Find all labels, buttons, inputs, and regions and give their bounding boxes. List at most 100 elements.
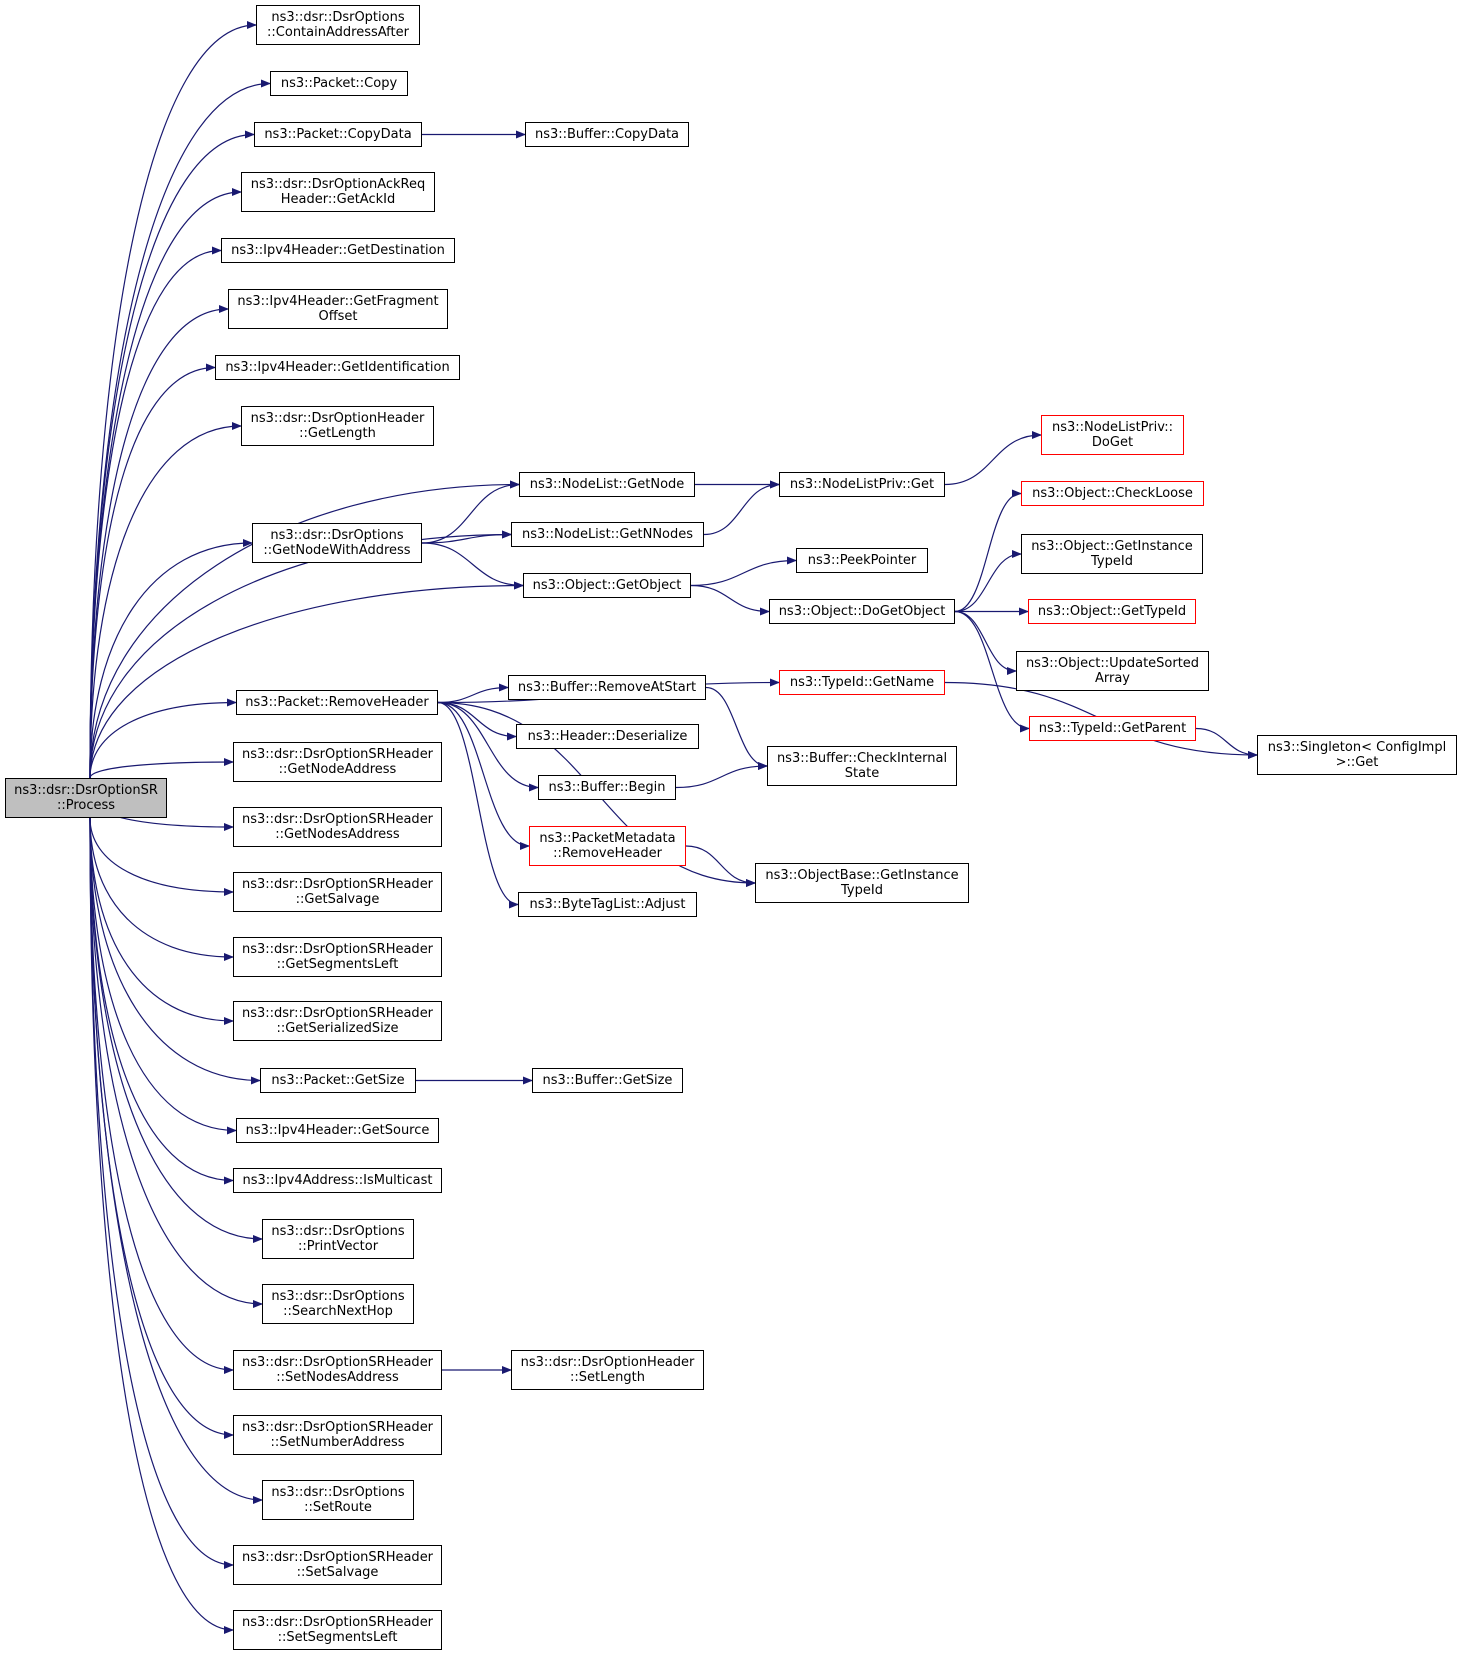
node-label: ns3::ByteTagList::Adjust [529,897,686,912]
node-label-line2: ::ContainAddressAfter [267,25,409,40]
call-edge-c3-d5 [954,610,1017,675]
call-edge-n10-b9 [437,701,519,909]
node-typeid-getname[interactable]: ns3::TypeId::GetName [779,670,945,695]
node-dsroptions-searchnexthop[interactable]: ns3::dsr::DsrOptions ::SearchNextHop [262,1284,414,1324]
node-label-line2: ::SetLength [570,1370,645,1385]
node-ipv4address-ismulticast[interactable]: ns3::Ipv4Address::IsMulticast [233,1168,442,1193]
node-dsroptions-printvector[interactable]: ns3::dsr::DsrOptions ::PrintVector [262,1219,414,1259]
node-label-line1: ns3::dsr::DsrOptionHeader [250,411,425,426]
node-srheader-setnumberaddress[interactable]: ns3::dsr::DsrOptionSRHeader ::SetNumberA… [233,1415,442,1455]
node-label-line2: TypeId [1091,554,1133,569]
call-edge-n9-b4 [421,542,524,590]
node-packet-removeheader[interactable]: ns3::Packet::RemoveHeader [236,690,438,715]
node-srheader-getsegmentsleft[interactable]: ns3::dsr::DsrOptionSRHeader ::GetSegment… [233,937,442,977]
node-object-gettypeid[interactable]: ns3::Object::GetTypeId [1028,599,1196,624]
node-contain-address-after[interactable]: ns3::dsr::DsrOptions ::ContainAddressAft… [256,5,420,45]
node-packet-copy[interactable]: ns3::Packet::Copy [270,71,408,96]
node-label-line1: ns3::Singleton< ConfigImpl [1267,740,1447,755]
node-label-line2: DoGet [1091,435,1134,450]
node-ipv4header-getfragmentoffset[interactable]: ns3::Ipv4Header::GetFragment Offset [228,289,448,329]
node-object-getobject[interactable]: ns3::Object::GetObject [523,573,691,598]
node-srheader-setsegmentsleft[interactable]: ns3::dsr::DsrOptionSRHeader ::SetSegment… [233,1610,442,1650]
node-srheader-getnodeaddress[interactable]: ns3::dsr::DsrOptionSRHeader ::GetNodeAdd… [233,742,442,782]
root-node-dsroptionsr-process: ns3::dsr::DsrOptionSR ::Process [5,778,167,818]
node-srheader-getsalvage[interactable]: ns3::dsr::DsrOptionSRHeader ::GetSalvage [233,872,442,912]
node-nodelist-getnode[interactable]: ns3::NodeList::GetNode [519,472,695,497]
node-label-line2: ::SearchNextHop [283,1304,393,1319]
node-label-line1: ns3::dsr::DsrOptionAckReq [250,177,426,192]
node-label: ns3::Buffer::Begin [548,780,666,795]
node-label-line2: ::SetNumberAddress [270,1435,405,1450]
node-buffer-removeatstart[interactable]: ns3::Buffer::RemoveAtStart [508,675,706,700]
call-edge-root-n5 [89,246,222,779]
call-edge-root-n11 [89,758,234,779]
node-srheader-getnodesaddress[interactable]: ns3::dsr::DsrOptionSRHeader ::GetNodesAd… [233,807,442,847]
node-label-line2: ::PrintVector [297,1239,379,1254]
node-label-line1: ns3::ObjectBase::GetInstance [765,868,959,883]
call-edge-b5-c5 [705,686,768,770]
node-packetmetadata-removeheader[interactable]: ns3::PacketMetadata ::RemoveHeader [529,826,686,866]
node-ipv4header-getsource[interactable]: ns3::Ipv4Header::GetSource [236,1118,439,1143]
node-label-line1: ns3::Buffer::CheckInternal [776,751,948,766]
call-edge-root-b4 [89,581,524,779]
call-edge-root-n10 [89,698,237,779]
node-srheader-setsalvage[interactable]: ns3::dsr::DsrOptionSRHeader ::SetSalvage [233,1545,442,1585]
node-label-line2: ::GetSegmentsLeft [276,957,399,972]
call-edge-b7-c5 [675,762,768,789]
node-label: ns3::Packet::CopyData [264,127,412,142]
node-label-line1: ns3::dsr::DsrOptionSRHeader [241,812,434,827]
node-dsroptions-setroute[interactable]: ns3::dsr::DsrOptions ::SetRoute [262,1480,414,1520]
node-object-updatesortedarray[interactable]: ns3::Object::UpdateSorted Array [1016,651,1209,691]
node-object-checkloose[interactable]: ns3::Object::CheckLoose [1021,481,1204,506]
node-getnodewithaddress[interactable]: ns3::dsr::DsrOptions ::GetNodeWithAddres… [252,523,422,563]
node-label: ns3::Packet::GetSize [271,1073,405,1088]
node-srheader-setnodesaddress[interactable]: ns3::dsr::DsrOptionSRHeader ::SetNodesAd… [233,1350,442,1390]
node-object-getinstancetypeid[interactable]: ns3::Object::GetInstance TypeId [1021,534,1203,574]
node-packet-getsize[interactable]: ns3::Packet::GetSize [260,1068,416,1093]
node-label-line1: ns3::dsr::DsrOptions [271,1289,405,1304]
node-nodelistpriv-doget[interactable]: ns3::NodeListPriv:: DoGet [1041,415,1184,455]
node-buffer-getsize[interactable]: ns3::Buffer::GetSize [532,1068,683,1093]
call-edge-b8-c6 [685,845,756,887]
call-edge-n10-b8 [437,701,530,850]
node-srheader-getserializedsize[interactable]: ns3::dsr::DsrOptionSRHeader ::GetSeriali… [233,1001,442,1041]
node-buffer-begin[interactable]: ns3::Buffer::Begin [538,775,676,800]
node-ipv4header-getidentification[interactable]: ns3::Ipv4Header::GetIdentification [215,355,460,380]
node-peekpointer[interactable]: ns3::PeekPointer [796,548,928,573]
node-label: ns3::Ipv4Address::IsMulticast [242,1173,433,1188]
node-nodelistpriv-get[interactable]: ns3::NodeListPriv::Get [779,472,945,497]
node-nodelist-getnnodes[interactable]: ns3::NodeList::GetNNodes [511,522,704,547]
node-ackreq-getackid[interactable]: ns3::dsr::DsrOptionAckReq Header::GetAck… [241,172,435,212]
call-edge-b4-c3 [690,584,770,616]
node-singleton-configimpl-get[interactable]: ns3::Singleton< ConfigImpl >::Get [1257,735,1457,775]
node-buffer-copydata[interactable]: ns3::Buffer::CopyData [525,122,689,147]
node-typeid-getparent[interactable]: ns3::TypeId::GetParent [1029,716,1196,741]
call-edge-root-n23 [89,817,263,1504]
call-edge-root-n7 [89,363,216,779]
node-object-dogetobject[interactable]: ns3::Object::DoGetObject [769,599,955,624]
node-label-line1: ns3::dsr::DsrOptionSRHeader [241,747,434,762]
call-edge-root-n13 [89,817,234,896]
node-label-line1: ns3::Object::UpdateSorted [1025,656,1200,671]
node-bytetaglist-adjust[interactable]: ns3::ByteTagList::Adjust [518,892,697,917]
node-header-deserialize[interactable]: ns3::Header::Deserialize [516,724,699,749]
node-label: ns3::TypeId::GetParent [1038,721,1187,736]
node-dsroptionheader-setlength[interactable]: ns3::dsr::DsrOptionHeader ::SetLength [511,1350,704,1390]
call-edge-n9-b3 [421,530,512,544]
node-ipv4header-getdestination[interactable]: ns3::Ipv4Header::GetDestination [221,238,455,263]
node-dsroptionheader-getlength[interactable]: ns3::dsr::DsrOptionHeader ::GetLength [241,406,434,446]
node-objectbase-getinstancetypeid[interactable]: ns3::ObjectBase::GetInstance TypeId [755,863,969,903]
node-label-line1: ns3::dsr::DsrOptionSRHeader [241,1420,434,1435]
node-label-line2: ::Process [56,798,116,813]
call-edge-n10-b5 [437,683,509,704]
node-label-line1: ns3::PacketMetadata [539,831,676,846]
call-edge-root-n20 [89,817,263,1308]
node-label-line1: ns3::dsr::DsrOptionSRHeader [241,1550,434,1565]
call-edge-n9-b2 [421,480,520,544]
node-label: ns3::Header::Deserialize [527,729,688,744]
call-edge-n10-b7 [437,701,539,792]
node-label-line1: ns3::dsr::DsrOptionSRHeader [241,942,434,957]
node-buffer-checkinternalstate[interactable]: ns3::Buffer::CheckInternal State [767,746,957,786]
node-label-line2: ::GetLength [299,426,376,441]
node-packet-copydata[interactable]: ns3::Packet::CopyData [254,122,422,147]
